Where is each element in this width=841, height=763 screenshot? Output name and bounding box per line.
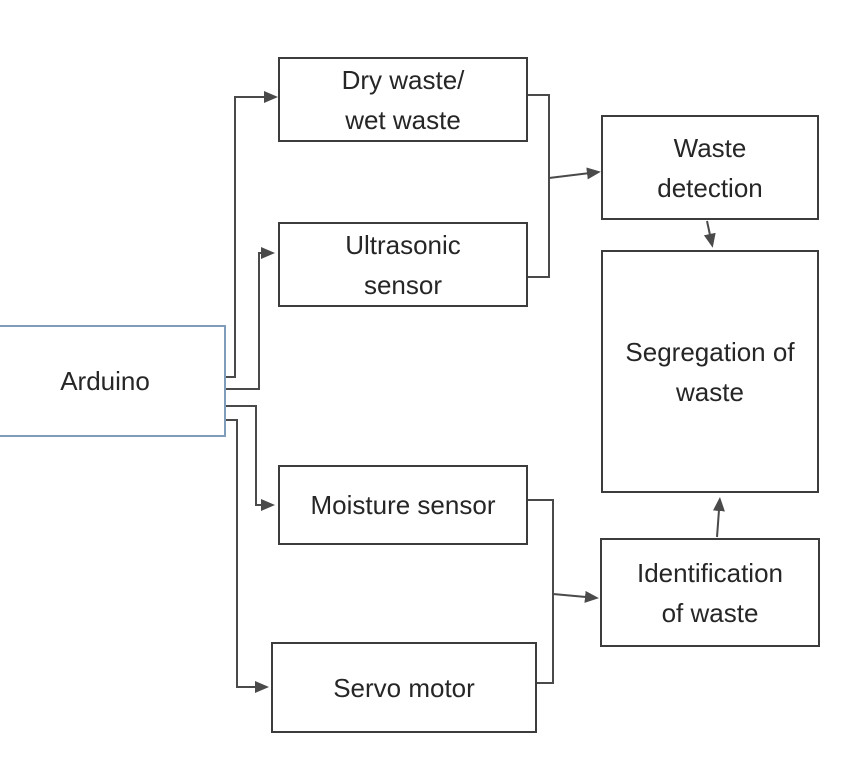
node-moisture-sensor-label: Moisture sensor bbox=[310, 490, 496, 520]
node-segregation-of-waste: Segregation of waste bbox=[601, 250, 819, 493]
merge-moisture-servo-connector bbox=[528, 499, 554, 684]
edge-merge-to-identification bbox=[552, 590, 599, 603]
node-moisture-sensor: Moisture sensor bbox=[278, 465, 528, 545]
merge-dry-ultrasonic-connector bbox=[528, 94, 550, 278]
node-waste-detection: Waste detection bbox=[601, 115, 819, 220]
node-servo-motor-label: Servo motor bbox=[333, 672, 475, 703]
node-ultrasonic-sensor: Ultrasonic sensor bbox=[278, 222, 528, 307]
node-servo-motor: Servo motor bbox=[271, 642, 537, 733]
edge-arduino-to-servo bbox=[226, 419, 269, 693]
edge-arduino-to-dry-wet-waste bbox=[226, 91, 278, 378]
edge-arduino-to-moisture bbox=[226, 405, 275, 511]
edge-merge-to-waste-detection bbox=[548, 167, 601, 180]
node-segregation-of-waste-label: Segregation of waste bbox=[625, 336, 795, 407]
node-ultrasonic-sensor-label: Ultrasonic sensor bbox=[345, 229, 461, 300]
node-waste-detection-label: Waste detection bbox=[657, 132, 763, 203]
node-arduino-label: Arduino bbox=[60, 366, 150, 396]
edge-waste-detection-to-segregation bbox=[703, 220, 716, 248]
edge-identification-to-segregation bbox=[712, 497, 725, 538]
edge-arduino-to-ultrasonic bbox=[226, 247, 275, 390]
node-dry-wet-waste: Dry waste/ wet waste bbox=[278, 57, 528, 142]
node-identification-of-waste-label: Identification of waste bbox=[637, 557, 783, 628]
node-arduino: Arduino bbox=[0, 325, 226, 437]
node-identification-of-waste: Identification of waste bbox=[600, 538, 820, 647]
node-dry-wet-waste-label: Dry waste/ wet waste bbox=[341, 64, 465, 135]
